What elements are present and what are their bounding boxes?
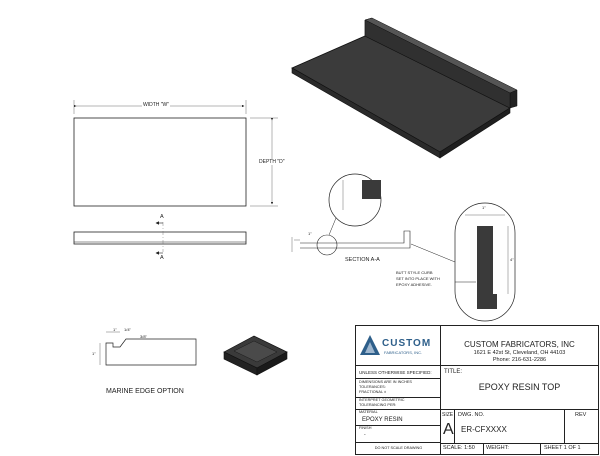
logo-cell: CUSTOM FABRICATORS, INC. [356, 326, 441, 366]
finish-value: - [364, 432, 366, 438]
dims-note-cell: DIMENSIONS ARE IN INCHES TOLERANCES: FRA… [356, 379, 441, 398]
unless-cell: UNLESS OTHERWISE SPECIFIED: [356, 366, 441, 379]
dims-note-1: DIMENSIONS ARE IN INCHES [359, 380, 412, 384]
title-block: CUSTOM FABRICATORS, INC. CUSTOM FABRICAT… [355, 325, 599, 455]
dims-note-3: FRACTIONAL ± [359, 390, 387, 394]
material-cell: MATERIAL EPOXY RESIN [356, 410, 441, 426]
front-view [73, 221, 247, 255]
dwg-label: DWG. NO. [458, 412, 485, 418]
logo-text: CUSTOM [382, 338, 432, 349]
material-label: MATERIAL [359, 410, 378, 414]
section-aa [291, 230, 411, 256]
title-cell: TITLE: EPOXY RESIN TOP [441, 366, 598, 410]
depth-dimension-label: DEPTH "D" [258, 159, 286, 165]
dims-note-2: TOLERANCES: [359, 385, 386, 389]
drawing-title: EPOXY RESIN TOP [478, 382, 561, 392]
backsplash-width-label: 1" [482, 205, 486, 210]
dwg-cell: DWG. NO. ER-CFXXXX [455, 410, 565, 444]
weight-text: WEIGHT: [486, 445, 509, 451]
company-address: 1621 E 42st St, Cleveland, OH 44103 [473, 350, 566, 356]
callout-line-1: BUTT STYLE CURB [396, 270, 433, 275]
cut-a-bottom-label: A [160, 255, 164, 261]
weight-cell: WEIGHT: [484, 444, 541, 454]
title-label: TITLE: [444, 369, 463, 375]
rev-label: REV [575, 412, 587, 418]
cut-a-top-label: A [160, 214, 164, 220]
plan-view [73, 100, 278, 207]
no-scale-cell: DO NOT SCALE DRAWING [356, 443, 441, 454]
geom-note-1: INTERPRET GEOMETRIC [359, 398, 405, 402]
detail-circle-edge [328, 173, 382, 236]
sheet-text: SHEET 1 OF 1 [544, 445, 581, 451]
marine-dim-4: 1" [92, 351, 96, 356]
detail-oval-backsplash [410, 202, 516, 322]
isometric-countertop [291, 17, 518, 159]
logo-icon [360, 335, 380, 355]
marine-dim-3: 3/8" [140, 334, 147, 339]
geom-note-cell: INTERPRET GEOMETRIC TOLERANCING PER: [356, 398, 441, 410]
callout-line-3: EPOXY ADHESIVE. [396, 282, 432, 287]
marine-dim-1: 1" [113, 327, 117, 332]
finish-label: FINISH [359, 426, 372, 430]
geom-note-2: TOLERANCING PER: [359, 403, 397, 407]
size-cell: SIZE A [441, 410, 455, 444]
unless-text: UNLESS OTHERWISE SPECIFIED: [359, 370, 432, 375]
marine-edge-isometric [223, 335, 288, 376]
rev-cell: REV [565, 410, 598, 444]
company-cell: CUSTOM FABRICATORS, INC 1621 E 42st St, … [441, 326, 598, 366]
dwg-number: ER-CFXXXX [461, 425, 507, 434]
backsplash-height-label: 4" [510, 257, 514, 262]
section-dim-label: 1" [308, 231, 312, 236]
company-phone: Phone: 216-631-2286 [492, 357, 547, 363]
callout-line-2: SET INTO PLACE WITH [396, 276, 440, 281]
width-dimension-label: WIDTH "W" [142, 102, 171, 108]
scale-cell: SCALE: 1:50 [441, 444, 484, 454]
scale-text: SCALE: 1:50 [443, 445, 475, 451]
size-value: A [443, 421, 454, 438]
marine-dim-2: 1/4" [124, 327, 131, 332]
logo-subtext: FABRICATORS, INC. [384, 350, 423, 355]
marine-edge-profile [99, 331, 197, 366]
material-value: EPOXY RESIN [362, 417, 403, 423]
no-scale-text: DO NOT SCALE DRAWING [374, 446, 423, 450]
company-name: CUSTOM FABRICATORS, INC [464, 340, 575, 349]
curb-callout: BUTT STYLE CURB SET INTO PLACE WITH EPOX… [396, 270, 440, 288]
size-label: SIZE [442, 412, 454, 418]
finish-cell: FINISH - [356, 426, 441, 443]
marine-edge-label: MARINE EDGE OPTION [106, 388, 184, 395]
section-label: SECTION A-A [345, 257, 380, 263]
sheet-cell: SHEET 1 OF 1 [541, 444, 598, 454]
